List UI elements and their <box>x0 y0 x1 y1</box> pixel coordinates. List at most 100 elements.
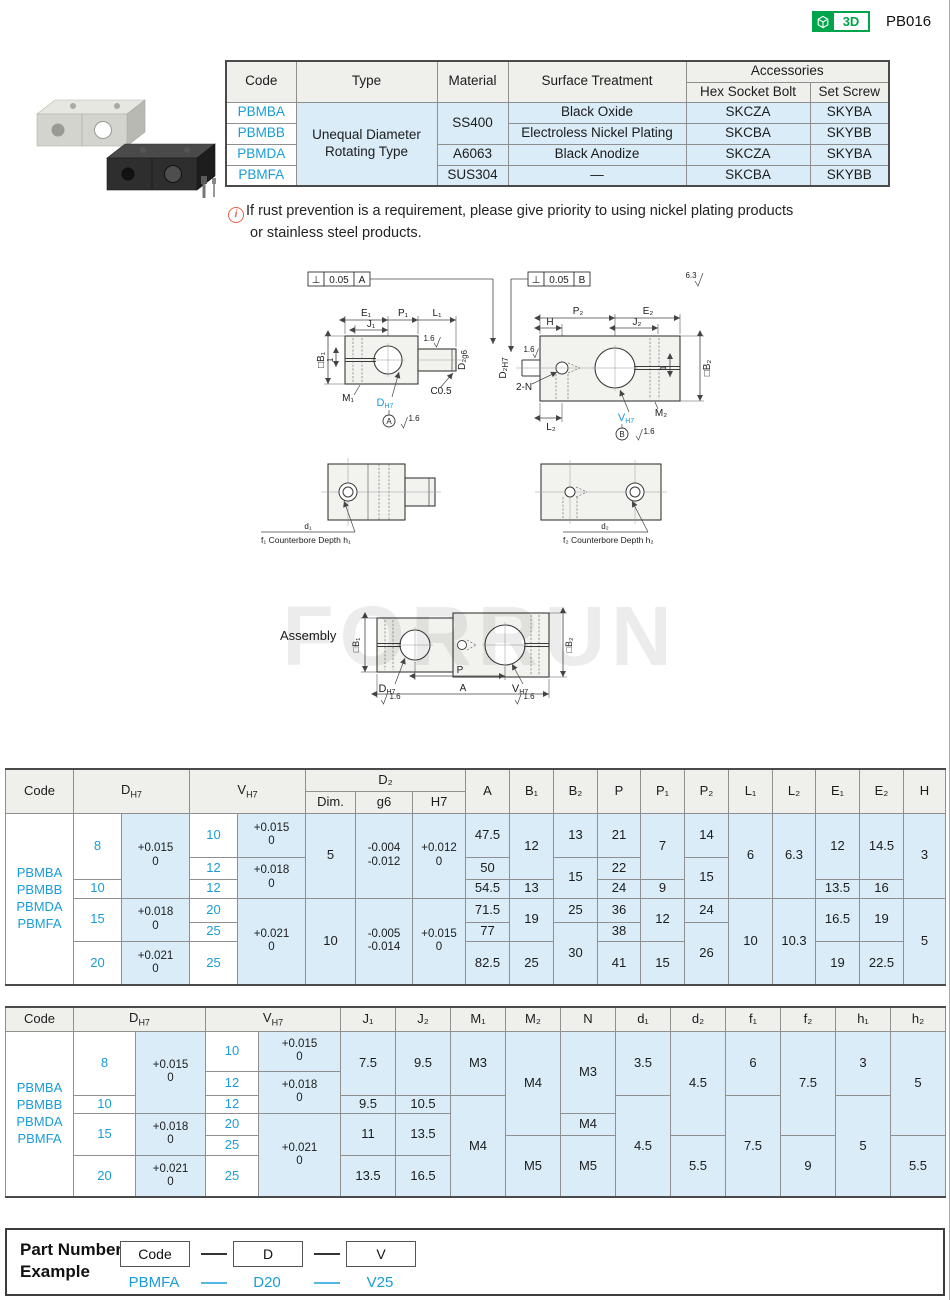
material-value: SUS304 <box>436 164 509 187</box>
cell: 8 <box>73 812 122 880</box>
dim-d2g6: D₂g6 <box>457 349 469 370</box>
product-code-link[interactable]: PBMFA <box>225 164 297 187</box>
t2-header-n: N <box>560 1006 616 1032</box>
t1-row: 12 +0.018 0 50 15 22 15 <box>6 856 946 899</box>
surface-value: Black Oxide <box>507 101 687 124</box>
product-code-link[interactable]: PBMDA <box>225 143 297 166</box>
cell: +0.015 0 <box>412 897 466 986</box>
datum-a-symbol: A <box>386 417 392 426</box>
cell: 11 <box>340 1112 396 1156</box>
note-line1: If rust prevention is a requirement, ple… <box>246 203 794 219</box>
cell: 13.5 <box>815 878 860 899</box>
t1-header-code: Code <box>5 768 74 814</box>
dim-2n: 2-N <box>516 382 532 393</box>
t1-header-dim: Dim. <box>305 790 356 814</box>
dim-l1: L₁ <box>433 308 443 319</box>
cell: M3 <box>450 1030 506 1096</box>
cell: M4 <box>450 1094 506 1198</box>
col-header-code: Code <box>225 60 297 103</box>
t2-header-j2: J₂ <box>395 1006 451 1032</box>
3d-badge-label: 3D <box>834 11 870 32</box>
cell: 54.5 <box>465 878 510 899</box>
counterbore-note-2: f₂ Counterbore Depth h₂ <box>563 535 654 545</box>
dimension-table-2: Code DH7 VH7 J₁ J₂ M₁ M₂ N d₁ d₂ f₁ f₂ h… <box>5 1006 946 1198</box>
t2-header-f2: f₂ <box>780 1006 836 1032</box>
flatness-callout-a: ⊥ 0.05 A <box>307 271 496 344</box>
t2-header-m2: M₂ <box>505 1006 561 1032</box>
dim-c05: C0.5 <box>430 386 452 397</box>
t2-header-d: DH7 <box>73 1006 206 1032</box>
dim-e2: E₂ <box>643 306 654 317</box>
t2-header-d2: d₂ <box>670 1006 726 1032</box>
t1-header-p2: P₂ <box>684 768 729 814</box>
product-code-link[interactable]: PBMBA <box>225 101 297 124</box>
t1-code-list[interactable]: PBMBA PBMBB PBMDA PBMFA <box>5 812 74 986</box>
top-view-2-drawing: d₂ f₂ Counterbore Depth h₂ <box>535 460 667 545</box>
t2-header-v: VH7 <box>205 1006 341 1032</box>
cell: +0.021 0 <box>121 940 190 986</box>
cell: +0.015 0 <box>237 812 306 858</box>
set-screw-value: SKYBA <box>809 101 890 124</box>
pn-dash-blue-2 <box>314 1282 340 1284</box>
dim-m1: M₁ <box>342 393 354 404</box>
cell: 12 <box>205 1070 259 1096</box>
screws <box>201 176 216 198</box>
set-screw-value: SKYBA <box>809 143 890 166</box>
counterbore-note-1: f₁ Counterbore Depth h₁ <box>261 535 351 545</box>
cell: M4 <box>505 1030 561 1136</box>
cell: 15 <box>553 856 598 899</box>
header-right: 3D PB016 <box>812 11 931 32</box>
cell: 3 <box>835 1030 891 1096</box>
cell: +0.015 0 <box>258 1030 341 1072</box>
cell: 16.5 <box>815 897 860 942</box>
cell: 13.5 <box>340 1154 396 1198</box>
cell: +0.018 0 <box>237 856 306 899</box>
t2-row: 12 +0.018 0 <box>6 1070 946 1114</box>
t2-code-list[interactable]: PBMBA PBMBB PBMDA PBMFA <box>5 1030 74 1198</box>
cell: 15 <box>684 856 729 899</box>
cell: 20 <box>73 940 122 986</box>
hex-bolt-value: SKCZA <box>685 101 811 124</box>
surface-value: Black Anodize <box>507 143 687 166</box>
page-code: PB016 <box>886 13 932 30</box>
cell: 12 <box>189 856 238 880</box>
t2-header-m1: M₁ <box>450 1006 506 1032</box>
type-value: Unequal Diameter Rotating Type <box>295 101 438 187</box>
t1-row: PBMBA PBMBB PBMDA PBMFA 8 +0.015 0 10 +0… <box>5 812 946 986</box>
dim-p1: P₁ <box>398 308 409 319</box>
cell: 25 <box>509 940 554 986</box>
cell: 8 <box>73 1030 136 1096</box>
dim-v-h7: VH7 <box>618 412 634 425</box>
cell: 5.5 <box>670 1134 726 1198</box>
t2-row: 25 M5 M5 5.5 9 5.5 <box>6 1134 946 1198</box>
pn-code-value: PBMFA <box>128 1274 180 1291</box>
pn-code-box: Code <box>120 1241 190 1267</box>
product-code-link[interactable]: PBMBB <box>225 122 297 145</box>
svg-text:1.6: 1.6 <box>389 692 401 701</box>
cell: -0.005 -0.014 <box>355 897 413 986</box>
cell: 20 <box>73 1154 136 1198</box>
t1-header-p: P <box>597 768 641 814</box>
cell: 16.5 <box>395 1154 451 1198</box>
cell: 7.5 <box>725 1094 781 1198</box>
col-header-surface: Surface Treatment <box>507 60 687 103</box>
dim-p2: P₂ <box>573 306 584 317</box>
cell: 36 <box>597 897 641 923</box>
cell: +0.018 0 <box>121 897 190 942</box>
dim-h: H <box>546 317 553 328</box>
t1-row: 10 12 54.5 13 24 9 13.5 16 <box>6 878 946 899</box>
part-number-title: Part Number Example <box>20 1240 123 1282</box>
cell: 9 <box>640 878 685 899</box>
cell: 10 <box>728 897 773 986</box>
cell: 5.5 <box>890 1134 946 1198</box>
cell: 25 <box>553 897 598 923</box>
t2-row: 10 12 9.5 10.5 M4 4.5 7.5 5 <box>6 1094 946 1198</box>
svg-text:1.6: 1.6 <box>523 345 535 354</box>
t2-header-h2: h₂ <box>890 1006 946 1032</box>
product-row: PBMDA A6063 Black Anodize SKCZA SKYBA <box>225 143 890 166</box>
3d-model-badge[interactable]: 3D <box>812 11 870 32</box>
front-view-drawing: ⊥ 0.05 A E₁ P₁ L₁ J₁ □B₁ 1 M₁ 1.6 <box>307 271 496 429</box>
cell: 19 <box>859 897 904 942</box>
t1-header-h7: H7 <box>412 790 466 814</box>
cell: 19 <box>815 940 860 986</box>
